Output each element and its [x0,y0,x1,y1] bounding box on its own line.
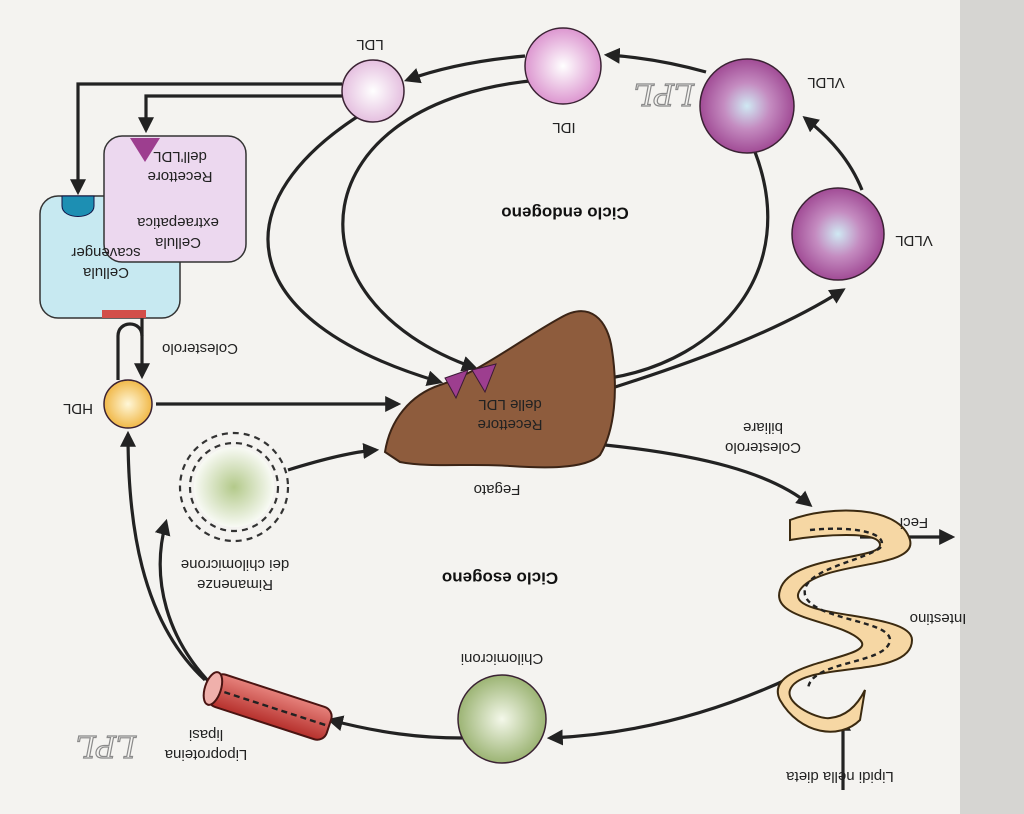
idl-particle [524,27,602,105]
vldl-particle-upper [699,58,795,154]
biliary-label-line1: Colesterolo [725,439,801,456]
cycle-label-endogenous: Ciclo endogeno [501,204,629,223]
arrow-vldl-to-vldl [802,116,864,191]
lipase-label: Lipoproteina lipasi [164,726,247,763]
remnants-label: Rimanenze dei chilomicrone [181,556,289,593]
intestine-label: Intestino [910,610,967,627]
feces-label: Feci [900,514,928,531]
intestine [776,509,914,733]
arrow-ldl-to-liver [266,108,444,387]
arrow-lipase-to-remnants [154,518,214,687]
extrahepatic-receptor [130,138,160,162]
extrahepatic-receptor-label: Recettore dell'LDL [147,148,212,185]
vldl-label-upper-text: VLDL [807,74,845,91]
ldl-particle [341,59,405,123]
vldl-label-lower: VLDL [895,232,933,249]
cycle-label-exogenous: Ciclo esogeno [442,569,558,588]
cycle-endogenous-text: Ciclo endogeno [501,204,629,223]
dietary-lipids-label: Lipidi nella dieta [786,768,894,785]
arrow-remnants-to-liver [287,443,380,472]
liver-receptor-label-line2: delle LDL [478,396,541,413]
vldl-label-upper: VLDL [807,74,845,91]
vldl-particle-lower [791,187,885,281]
extrahepatic-cell [103,135,247,263]
ldl-label: LDL [356,36,384,53]
liver-receptor-label: Recettore delle LDL [477,396,542,433]
liver-label-text: Fegato [474,481,521,498]
remnants-label-line2: dei chilomicrone [181,556,289,573]
handwriting-top-text: LPL [634,76,695,111]
vldl-label-lower-text: VLDL [895,232,933,249]
ldl-label-text: LDL [356,36,384,53]
arrow-lipase-to-hdl [120,430,207,682]
cell-receptor-label-line2: dell'LDL [153,148,207,165]
arrow-chylomicrons-to-lipase [326,715,463,740]
scavenger-membrane-marker [102,310,146,318]
arrow-vldl-to-idl [603,47,707,74]
hdl-label: HDL [63,400,93,417]
handwritten-annotation-top: LPL [633,75,695,111]
liver-label: Fegato [474,481,521,498]
handwritten-annotation-bottom: LPL [75,727,137,763]
cholesterol-loop [116,322,144,380]
arrow-intestine-to-chylomicrons [546,676,791,746]
chylomicron-remnants [178,431,290,543]
hdl-label-text: HDL [63,400,93,417]
hdl-particle [103,379,153,429]
arrow-liver-to-intestine [604,443,813,508]
cell-receptor-label-line1: Recettore [147,168,212,185]
dietary-lipids-label-text: Lipidi nella dieta [786,768,894,785]
arrow-idl-to-liver [341,78,541,372]
arrow-vldl-return [609,151,770,380]
arrow-idl-to-ldl [403,54,526,84]
page-edge [960,0,1024,814]
feces-label-text: Feci [900,514,928,531]
idl-label-text: IDL [552,119,575,136]
arrow-ldl-to-extrahepatic [138,94,342,134]
liver-receptor-2 [471,363,497,394]
extrahepatic-label-line1: Cellula [154,234,201,251]
cycle-exogenous-text: Ciclo esogeno [442,569,558,588]
scavenger-label-line2: scavenger [71,244,140,261]
liver [383,310,616,469]
chylomicrons-label-text: Chilomicroni [461,650,544,667]
cholesterol-label-text: Colesterolo [162,340,238,357]
cholesterol-label: Colesterolo [162,340,238,357]
chylomicrons-label: Chilomicroni [461,650,544,667]
arrow-ldl-to-scavenger [70,82,342,196]
intestine-label-text: Intestino [910,610,967,627]
idl-label: IDL [552,119,575,136]
liver-receptor-1 [444,369,469,400]
remnants-label-line1: Rimanenze [197,576,273,593]
extrahepatic-cell-label: Cellula extraepatica [136,214,218,251]
biliary-cholesterol-label: Colesterolo biliare [725,419,801,456]
chylomicron-particle [457,674,547,764]
lipase-label-line1: Lipoproteina [164,746,247,763]
arrow-liver-to-vldl [611,288,846,390]
lipoprotein-lipase [202,671,333,741]
biliary-label-line2: biliare [743,419,783,436]
scavenger-cell-label: Cellula scavenger [71,244,140,281]
liver-receptor-label-line1: Recettore [477,416,542,433]
extrahepatic-label-line2: extraepatica [136,214,218,231]
scavenger-receptor [61,195,95,217]
lipase-label-line2: lipasi [189,726,223,743]
scavenger-label-line1: Cellula [82,264,129,281]
handwriting-bottom-text: LPL [76,728,137,763]
